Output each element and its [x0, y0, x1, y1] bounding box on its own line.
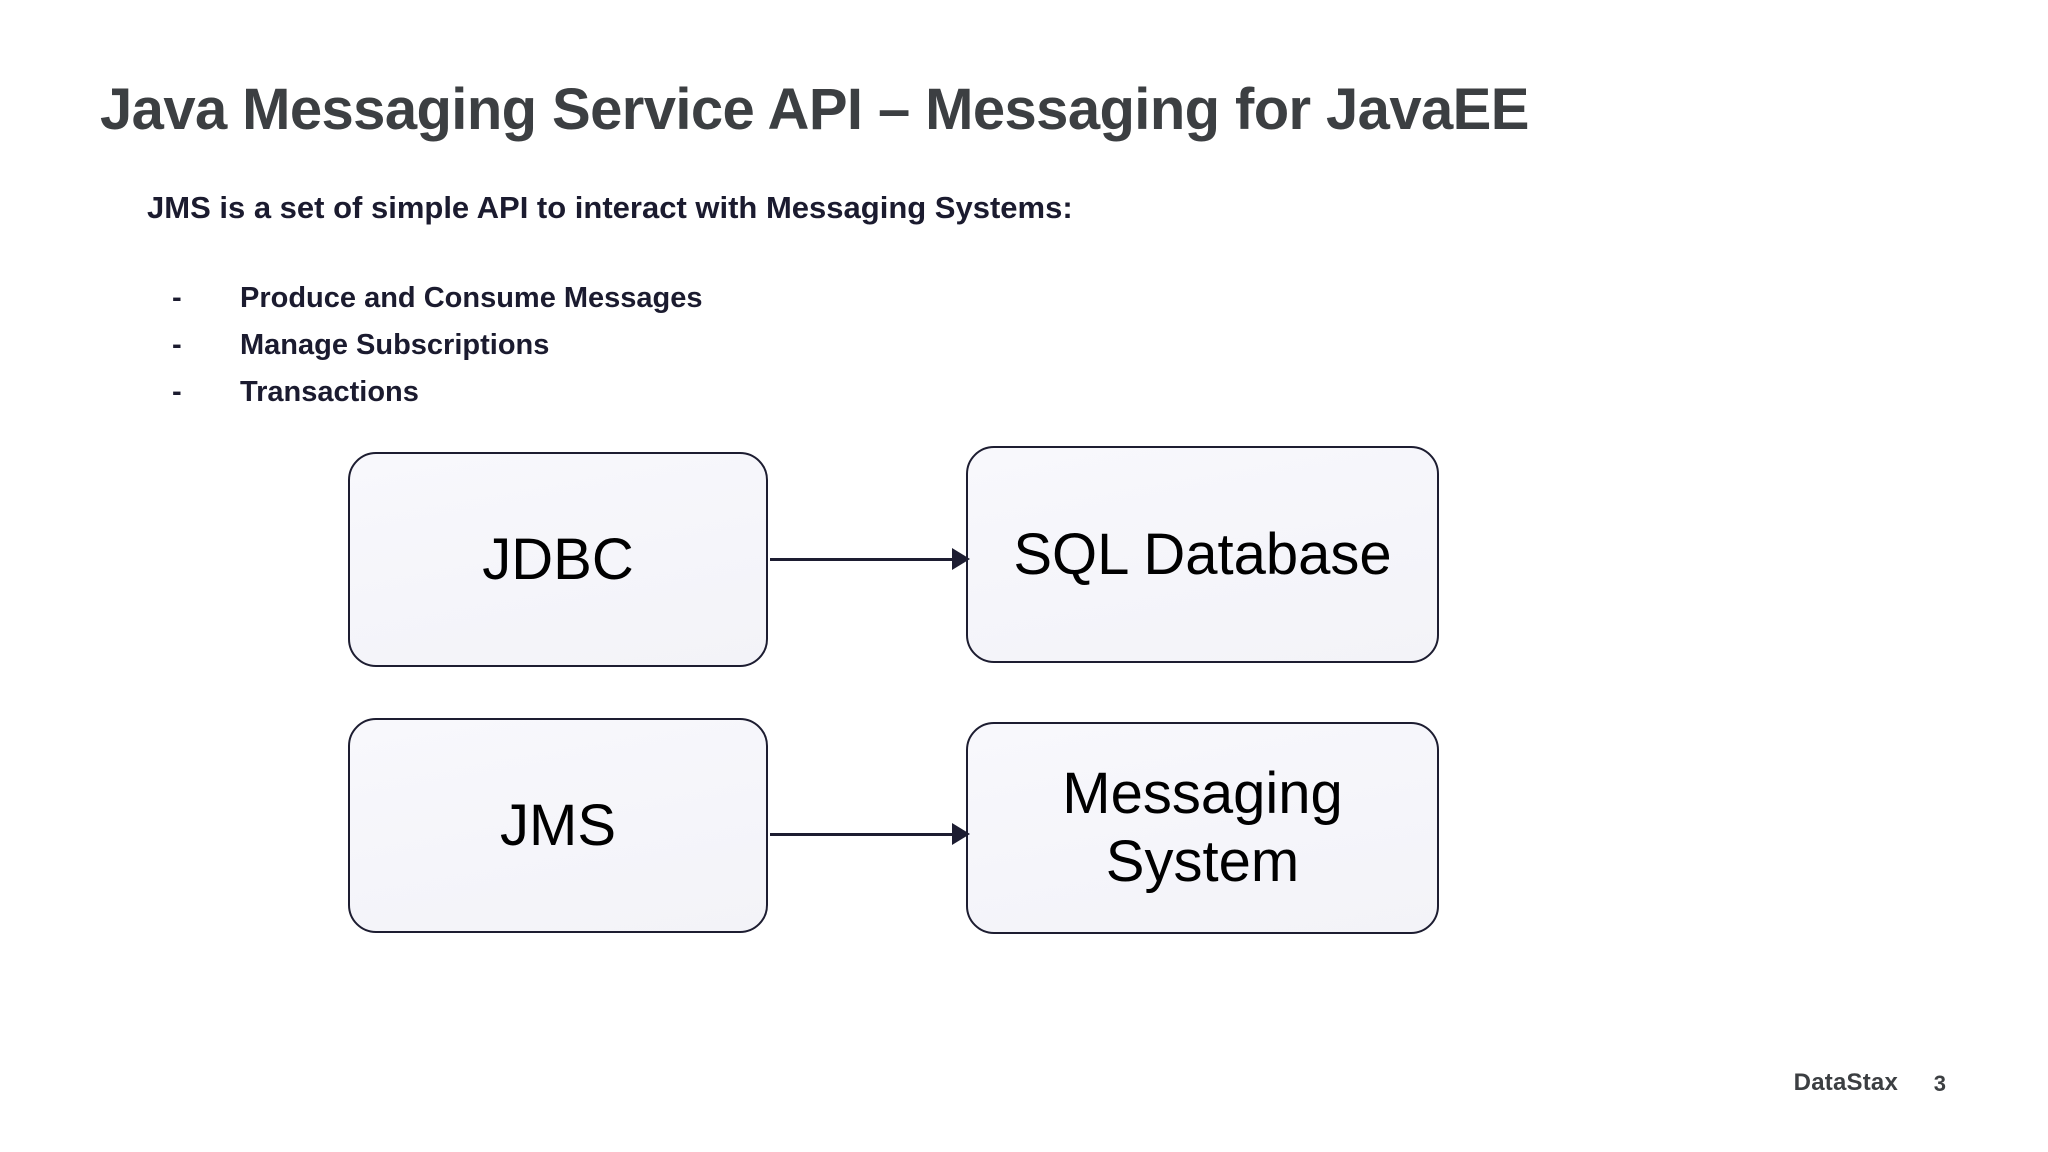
- diagram-node-jdbc[interactable]: JDBC: [348, 452, 768, 667]
- arrow-head-icon: [952, 548, 970, 570]
- list-item: - Transactions: [172, 369, 703, 416]
- brand-logo: DataStax: [1793, 1069, 1898, 1096]
- list-item: - Manage Subscriptions: [172, 322, 703, 369]
- diagram-node-label: Messaging System: [1062, 760, 1342, 897]
- diagram-node-sql-database[interactable]: SQL Database: [966, 446, 1439, 663]
- bullet-marker-icon: -: [172, 329, 182, 361]
- diagram-node-messaging-system[interactable]: Messaging System: [966, 722, 1439, 934]
- intro-text: JMS is a set of simple API to interact w…: [147, 190, 1073, 225]
- diagram-node-label-line1: Messaging: [1062, 760, 1343, 826]
- arrow-jdbc-to-sql-database: [770, 558, 960, 561]
- diagram-node-jms[interactable]: JMS: [348, 718, 768, 933]
- diagram-node-label: JMS: [500, 792, 616, 858]
- arrow-head-icon: [952, 823, 970, 845]
- bullet-marker-icon: -: [172, 376, 182, 408]
- diagram-node-label: SQL Database: [1013, 521, 1392, 587]
- bullet-marker-icon: -: [172, 282, 182, 314]
- page-title: Java Messaging Service API – Messaging f…: [100, 77, 1529, 142]
- list-item-label: Manage Subscriptions: [240, 329, 550, 361]
- arrow-jms-to-messaging-system: [770, 833, 960, 836]
- diagram-node-label-line2: System: [1105, 829, 1300, 894]
- list-item: - Produce and Consume Messages: [172, 275, 703, 322]
- diagram-node-label: JDBC: [482, 526, 634, 592]
- list-item-label: Transactions: [240, 376, 419, 408]
- page-number: 3: [1933, 1071, 1946, 1096]
- list-item-label: Produce and Consume Messages: [240, 282, 703, 314]
- bullet-list: - Produce and Consume Messages - Manage …: [172, 275, 703, 416]
